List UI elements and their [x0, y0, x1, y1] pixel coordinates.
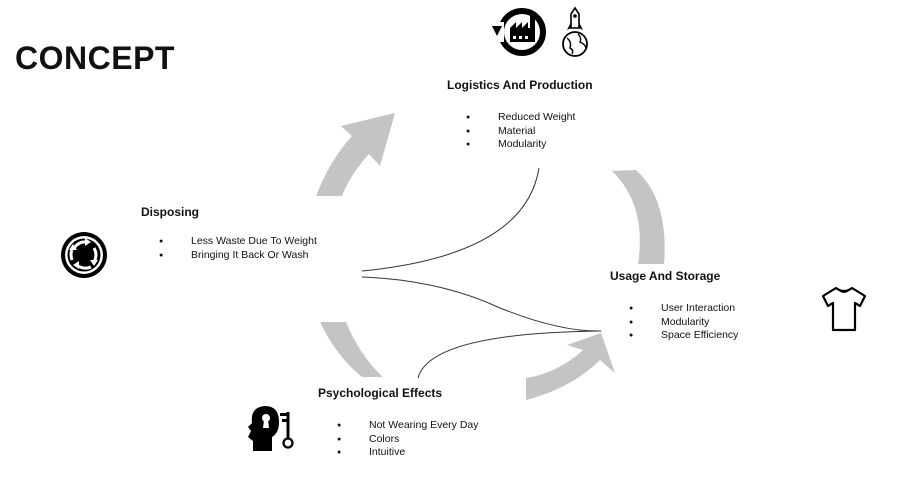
cycle-arrow-disposing-to-logistics [316, 113, 395, 196]
list-item: Colors [337, 433, 479, 447]
list-item: Modularity [629, 316, 738, 330]
rocket-globe-icon [562, 6, 588, 57]
connector-line-logistics [361, 167, 540, 272]
connector-line-psychological [417, 330, 602, 379]
list-item: Space Efficiency [629, 329, 738, 343]
list-item: Bringing It Back Or Wash [159, 249, 317, 263]
recycle-arrows-icon [61, 232, 107, 278]
tshirt-icon [821, 286, 867, 332]
list-item: Material [466, 125, 575, 139]
list-item: User Interaction [629, 302, 738, 316]
list-item: Intuitive [337, 446, 479, 460]
disposing-title: Disposing [141, 205, 200, 219]
logistics-list: Reduced Weight Material Modularity [466, 111, 575, 152]
factory-cycle-icon [490, 8, 546, 56]
logistics-title: Logistics And Production [447, 78, 593, 92]
cycle-arrow-logistics-to-usage [612, 170, 665, 264]
cycle-arrow-usage-to-psychological [526, 333, 615, 400]
connector-line-usage [361, 276, 602, 332]
head-keyhole-icon [248, 406, 294, 451]
psychological-list: Not Wearing Every Day Colors Intuitive [337, 419, 479, 460]
list-item: Reduced Weight [466, 111, 575, 125]
list-item: Not Wearing Every Day [337, 419, 479, 433]
disposing-list: Less Waste Due To Weight Bringing It Bac… [159, 235, 317, 262]
usage-title: Usage And Storage [610, 269, 721, 283]
list-item: Less Waste Due To Weight [159, 235, 317, 249]
cycle-arrow-psychological-to-disposing [320, 322, 383, 377]
page-title: CONCEPT [15, 40, 175, 76]
psychological-title: Psychological Effects [318, 386, 443, 400]
list-item: Modularity [466, 138, 575, 152]
usage-list: User Interaction Modularity Space Effici… [629, 302, 738, 343]
